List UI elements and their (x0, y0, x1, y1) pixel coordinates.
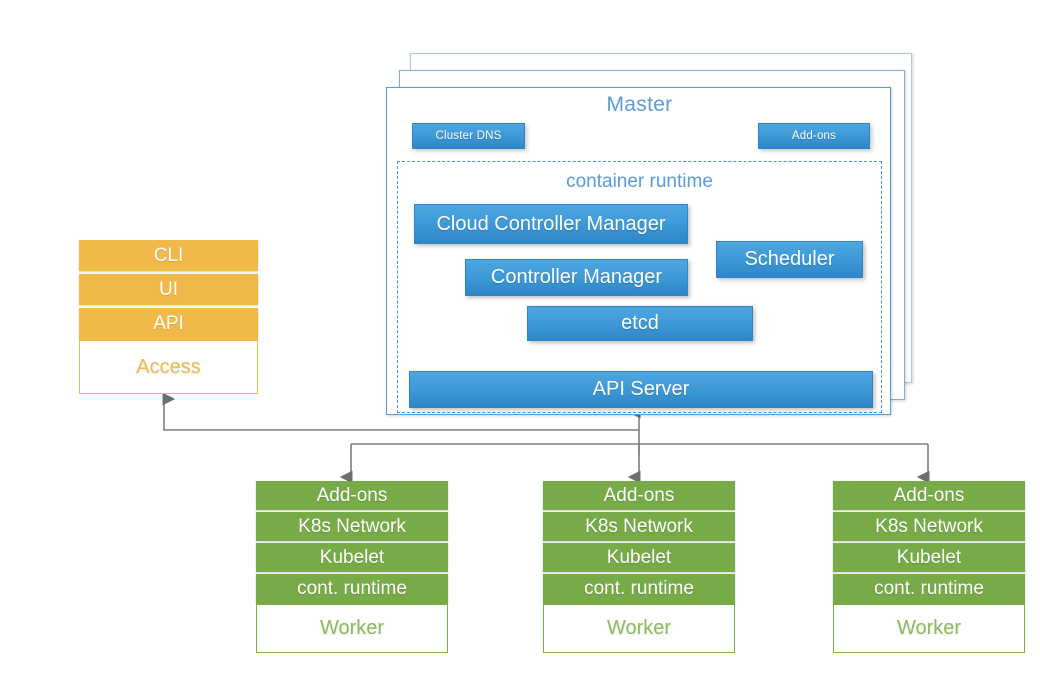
worker-node-3: Add-ons K8s Network Kubelet cont. runtim… (833, 481, 1025, 653)
worker-3-row-cont-runtime[interactable]: cont. runtime (833, 574, 1025, 604)
access-row-cli[interactable]: CLI (79, 240, 258, 271)
worker-3-row-add-ons[interactable]: Add-ons (833, 481, 1025, 510)
worker-node-2: Add-ons K8s Network Kubelet cont. runtim… (543, 481, 735, 653)
worker-2-row-kubelet[interactable]: Kubelet (543, 543, 735, 572)
cloud-controller-manager-box[interactable]: Cloud Controller Manager (414, 204, 688, 244)
api-server-box[interactable]: API Server (409, 371, 873, 408)
worker-1-row-k8s-network[interactable]: K8s Network (256, 512, 448, 541)
access-footer-label: Access (79, 340, 258, 394)
worker-1-row-add-ons[interactable]: Add-ons (256, 481, 448, 510)
worker-1-row-kubelet[interactable]: Kubelet (256, 543, 448, 572)
worker-3-footer-label: Worker (833, 604, 1025, 653)
worker-1-footer-label: Worker (256, 604, 448, 653)
worker-2-row-add-ons[interactable]: Add-ons (543, 481, 735, 510)
container-runtime-box: container runtime (397, 161, 882, 413)
controller-manager-box[interactable]: Controller Manager (465, 259, 688, 296)
access-row-api[interactable]: API (79, 308, 258, 340)
worker-1-row-cont-runtime[interactable]: cont. runtime (256, 574, 448, 604)
access-row-ui[interactable]: UI (79, 274, 258, 305)
worker-node-1: Add-ons K8s Network Kubelet cont. runtim… (256, 481, 448, 653)
worker-2-row-k8s-network[interactable]: K8s Network (543, 512, 735, 541)
master-panel: Master Cluster DNS Add-ons container run… (386, 87, 891, 415)
worker-3-row-kubelet[interactable]: Kubelet (833, 543, 1025, 572)
cluster-dns-badge[interactable]: Cluster DNS (412, 123, 525, 149)
scheduler-box[interactable]: Scheduler (716, 241, 863, 278)
worker-2-footer-label: Worker (543, 604, 735, 653)
access-panel: CLI UI API Access (79, 240, 258, 394)
worker-2-row-cont-runtime[interactable]: cont. runtime (543, 574, 735, 604)
etcd-box[interactable]: etcd (527, 306, 753, 341)
wire-worker-bus (339, 443, 930, 484)
worker-3-row-k8s-network[interactable]: K8s Network (833, 512, 1025, 541)
container-runtime-title: container runtime (566, 171, 713, 192)
master-title: Master (606, 93, 673, 116)
add-ons-badge[interactable]: Add-ons (758, 123, 870, 149)
